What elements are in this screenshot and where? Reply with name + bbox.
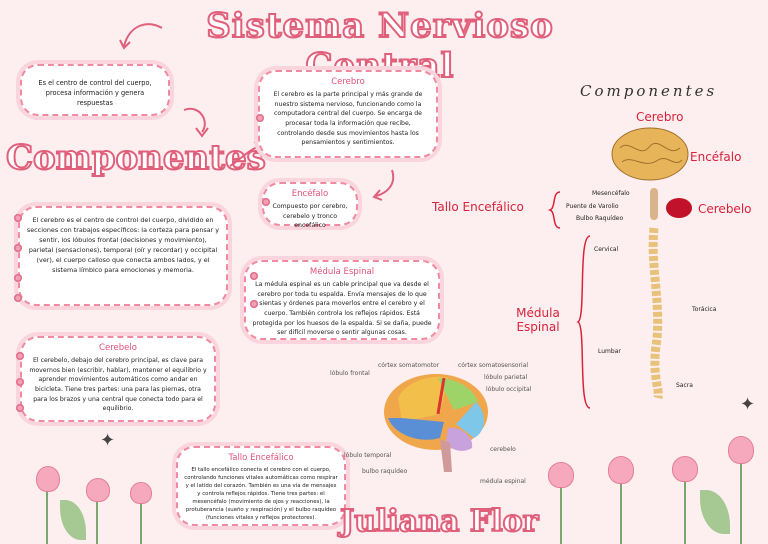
medula-text: La médula espinal es un cable principal …: [252, 281, 432, 337]
sparkle-icon: ✦: [740, 394, 756, 415]
cerebelo-illustration: [666, 198, 692, 218]
sparkle-icon: ✦: [100, 430, 116, 451]
label-medula: médula espinal: [480, 478, 526, 485]
flower-icon: [250, 300, 258, 308]
diagram-medula: Médula Espinal: [516, 306, 560, 334]
diagram-sacra: Sacra: [676, 382, 693, 389]
flower-icon: [14, 274, 22, 282]
tulip-icon: [672, 456, 698, 482]
flower-icon: [262, 198, 270, 206]
tulip-icon: [728, 436, 754, 464]
encefalo-card: Encéfalo Compuesto por cerebro, cerebelo…: [262, 182, 358, 229]
spine-illustration: [648, 227, 663, 400]
swirl-arrow-icon: [183, 107, 209, 138]
diagram-lumbar: Lumbar: [598, 348, 621, 355]
intro-card: Es el centro de control del cuerpo, proc…: [20, 64, 170, 116]
page-title: Sistema Nervioso Central: [205, 5, 554, 87]
label-frontal: lóbulo frontal: [330, 370, 370, 377]
label-cerebelo: cerebelo: [490, 446, 516, 453]
author-name: Juliana Flor: [339, 503, 539, 540]
flower-icon: [14, 244, 22, 252]
tulip-icon: [130, 482, 152, 504]
label-cortex-motor: córtex somatomotor: [378, 362, 440, 369]
tulip-icon: [548, 462, 574, 488]
flower-icon: [16, 352, 24, 360]
flower-icon: [16, 404, 24, 412]
curved-arrow-icon: [119, 23, 163, 50]
cerebro-title: Cerebro: [331, 77, 365, 87]
diagram-encefalo: Encéfalo: [690, 150, 742, 164]
diagram-tallo: Tallo Encefálico: [432, 200, 524, 214]
diagram-heading: Componentes: [580, 82, 718, 100]
label-cortex-sens: córtex somatosensorial: [458, 362, 529, 369]
diagram-cervical: Cervical: [594, 246, 619, 253]
diagram-toracica: Torácica: [692, 306, 717, 313]
tulip-icon: [36, 466, 60, 492]
diagram-mesencefalo: Mesencéfalo: [592, 190, 630, 197]
label-bulbo: bulbo raquídeo: [362, 468, 408, 475]
tulip-icon: [86, 478, 110, 502]
cerebelo-card: Cerebelo El cerebelo, debajo del cerebro…: [20, 336, 216, 422]
tallo-title: Tallo Encefálico: [228, 453, 294, 463]
brainstem-icon: [650, 188, 658, 220]
flower-icon: [14, 214, 22, 222]
cerebro-illustration: [611, 127, 689, 181]
tallo-card: Tallo Encefálico El tallo encefálico con…: [176, 446, 346, 526]
cerebelo-text: El cerebelo, debajo del cerebro principa…: [29, 357, 207, 413]
cerebelo-title: Cerebelo: [99, 343, 137, 353]
flower-icon: [14, 294, 22, 302]
encefalo-title: Encéfalo: [291, 189, 329, 199]
tallo-text: El tallo encefálico conecta el cerebro c…: [184, 466, 338, 522]
medula-title: Médula Espinal: [309, 267, 375, 277]
medula-brace-icon: [576, 235, 591, 409]
cerebro-detail-text: El cerebro es el centro de control del c…: [26, 216, 220, 274]
label-occipital: lóbulo occipital: [486, 386, 532, 393]
cerebro-card: Cerebro El cerebro es la parte principal…: [258, 70, 438, 158]
tulip-icon: [608, 456, 634, 484]
flower-icon: [250, 272, 258, 280]
cerebro-text: El cerebro es la parte principal y más g…: [273, 91, 423, 147]
intro-text: Es el centro de control del cuerpo, proc…: [38, 79, 152, 108]
diagram-bulbo: Bulbo Raquídeo: [576, 215, 624, 222]
label-temporal: lóbulo temporal: [344, 452, 392, 459]
components-heading: Componentes: [5, 137, 267, 179]
diagram-puente: Puente de Varolio: [566, 203, 619, 210]
encefalo-text: Compuesto por cerebro, cerebelo y tronco…: [272, 203, 348, 230]
flower-icon: [16, 378, 24, 386]
cerebro-detail-card: El cerebro es el centro de control del c…: [18, 206, 228, 306]
arrow-to-encefalo-icon: [372, 169, 395, 201]
brace-icon: [548, 191, 561, 229]
brain-lobes-diagram: [384, 374, 488, 472]
flower-icon: [256, 114, 264, 122]
medula-card: Médula Espinal La médula espinal es un c…: [244, 260, 440, 340]
label-parietal: lóbulo parietal: [484, 374, 528, 381]
diagram-cerebro: Cerebro: [636, 110, 684, 124]
diagram-cerebelo: Cerebelo: [698, 202, 752, 216]
